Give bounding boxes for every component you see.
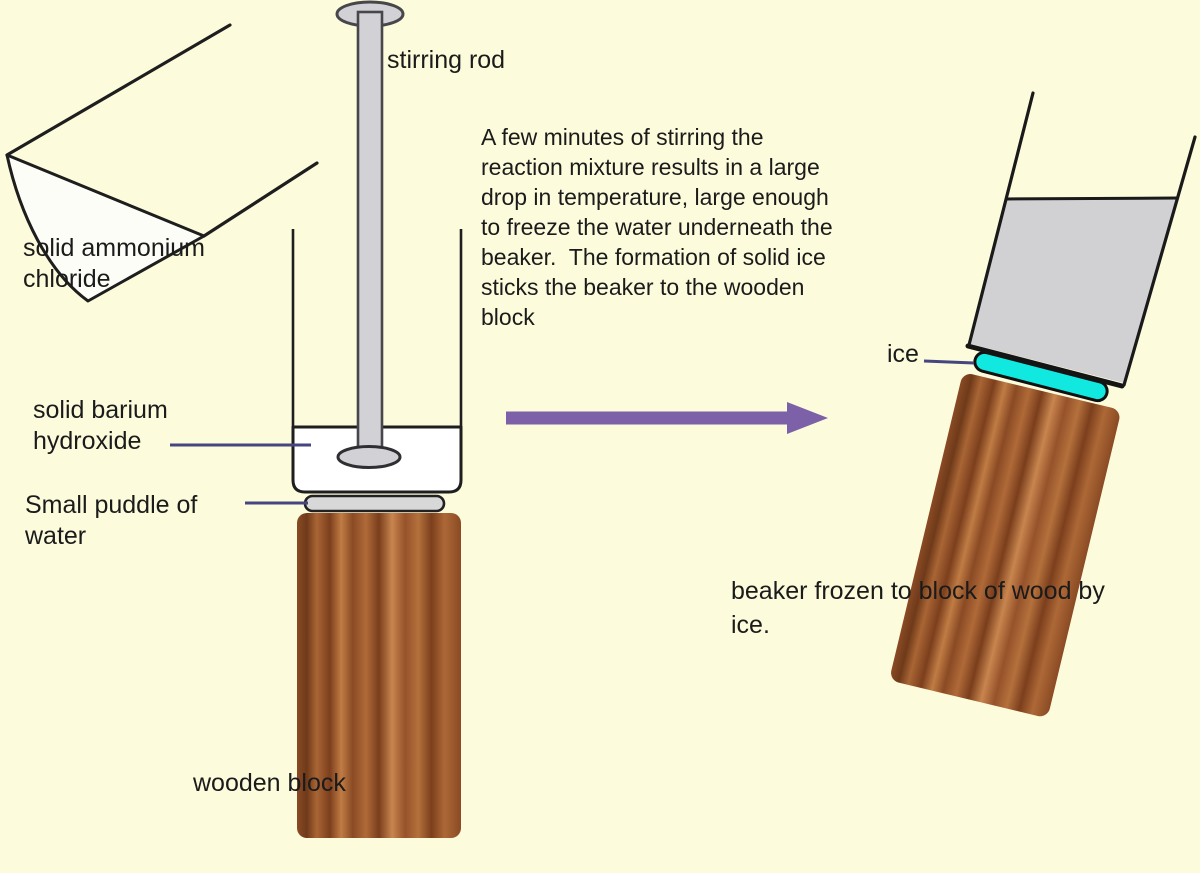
frozen-beaker-caption: beaker frozen to block of wood by ice. (731, 577, 1105, 639)
wooden-block-left (297, 513, 461, 838)
beaker-right-wall-left (967, 91, 1035, 347)
explanation-paragraph: A few minutes of stirring the reaction m… (481, 124, 833, 330)
weighing-paper-top-edge (5, 23, 232, 157)
ammonium-chloride-label: solid ammonium chloride (23, 234, 206, 293)
beaker-right-wall-right (1122, 135, 1197, 387)
water-puddle-shape (303, 494, 446, 513)
arrow-right (506, 402, 828, 434)
weighing-paper-fill (5, 153, 206, 303)
barium-hydroxide-label: solid barium hydroxide (33, 396, 168, 455)
stirring-rod-paddle (336, 445, 402, 469)
wooden-block-right (891, 374, 1120, 717)
beaker-right-contents (971, 199, 1177, 383)
stirring-rod-shaft (356, 10, 384, 456)
leader-line-ice (923, 359, 975, 365)
water-puddle-label: Small puddle of water (25, 491, 198, 550)
beaker-right-liquid-line (1004, 196, 1179, 201)
stirring-rod-label: stirring rod (387, 46, 506, 74)
wooden-block-label: wooden block (193, 769, 346, 797)
beaker-right-bottom (965, 343, 1125, 389)
weighing-paper-right-edge (202, 161, 319, 238)
ice-label: ice (887, 340, 919, 368)
